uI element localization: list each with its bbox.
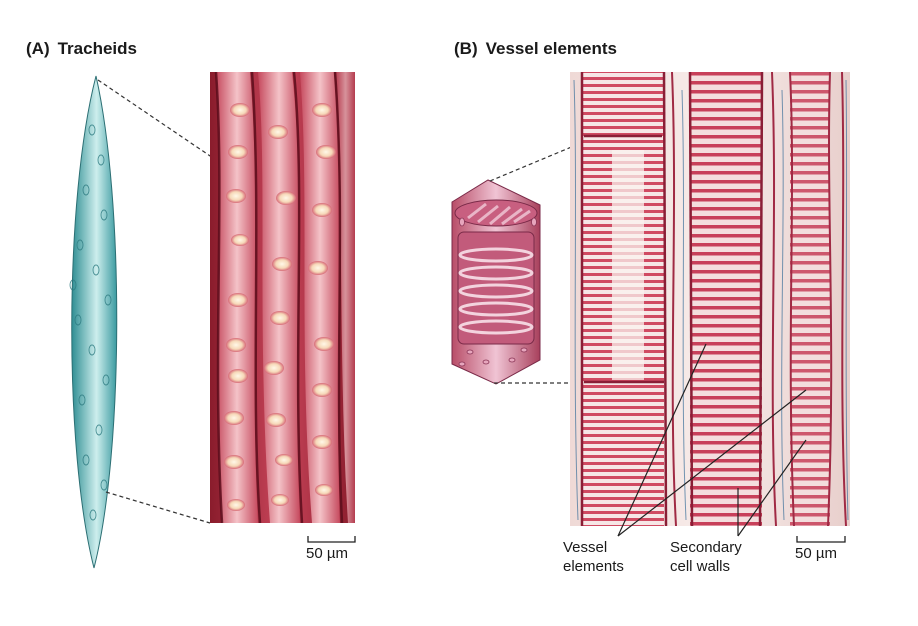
secondary-walls-label-line2: cell walls: [670, 558, 731, 575]
panel-b-title: Vessel elements: [485, 39, 617, 58]
leader-lines-secondary-walls: [737, 439, 807, 537]
vessel-element-illustration: [451, 179, 541, 385]
panel-a-heading: (A) Tracheids: [26, 39, 137, 59]
vessel-elements-label-line1: Vessel: [563, 539, 608, 556]
vessel-micrograph: [570, 72, 850, 526]
scale-bar-b: [796, 536, 846, 543]
zoom-guide-lines-a: [97, 79, 251, 524]
panel-a-letter: (A): [26, 39, 50, 58]
panel-b-letter: (B): [454, 39, 478, 58]
scale-bar-a: [307, 536, 356, 543]
vessel-elements-label: Vessel elements: [563, 538, 624, 576]
panel-a-title: Tracheids: [57, 39, 137, 58]
tracheid-illustration: [69, 75, 118, 569]
leader-lines-vessel-elements: [617, 343, 807, 537]
panel-b-heading: (B) Vessel elements: [454, 39, 617, 59]
vessel-elements-label-line2: elements: [563, 558, 624, 575]
secondary-walls-label: Secondary cell walls: [670, 538, 742, 576]
scale-label-b: 50 µm: [795, 545, 837, 562]
tracheid-micrograph: [210, 72, 355, 523]
scale-label-a: 50 µm: [306, 545, 348, 562]
secondary-walls-label-line1: Secondary: [670, 539, 742, 556]
